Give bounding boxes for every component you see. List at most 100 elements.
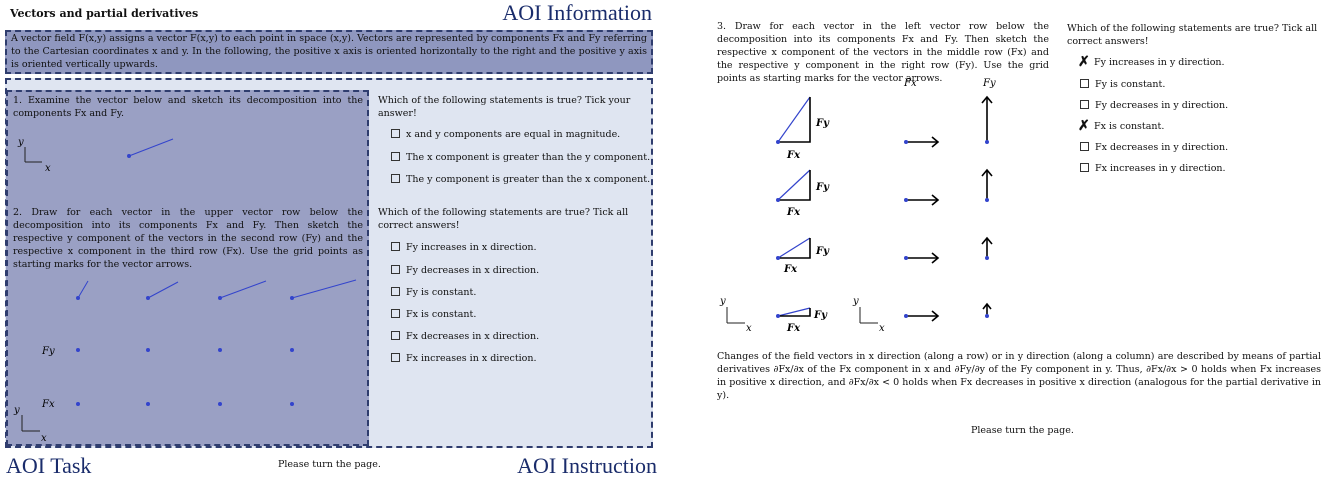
grid-point xyxy=(290,402,294,406)
cross-mark-icon[interactable]: ✗ xyxy=(1078,54,1090,70)
grid-point xyxy=(146,296,150,300)
aoi-task-region xyxy=(6,90,369,446)
task3-row-1: Fx Fy xyxy=(776,96,830,161)
task2-option-3[interactable]: Fy is constant. xyxy=(391,287,476,298)
checkbox[interactable] xyxy=(391,353,400,362)
summary-text: Changes of the field vectors in x direct… xyxy=(717,351,1321,401)
task2-axes xyxy=(21,415,40,432)
column-label-fx: Fx xyxy=(903,78,917,89)
task3-axes-middle xyxy=(859,307,878,324)
task2-vector-4 xyxy=(291,279,357,299)
task3-option-1[interactable]: ✗Fy increases in y direction. xyxy=(1078,54,1225,70)
grid-point xyxy=(127,154,131,158)
task3-fy-column xyxy=(981,95,993,316)
task2-option-4[interactable]: Fx is constant. xyxy=(391,309,476,320)
task2-option-2[interactable]: Fy decreases in x direction. xyxy=(391,265,539,276)
checkbox[interactable] xyxy=(1080,142,1089,151)
grid-point xyxy=(904,140,908,144)
sketch-label-fy: Fy xyxy=(815,246,830,257)
task2-text: 2. Draw for each vector in the upper vec… xyxy=(13,207,363,270)
checkbox[interactable] xyxy=(1080,100,1089,109)
sketch-label-fx: Fx xyxy=(786,207,801,218)
column-label-fy: Fy xyxy=(982,78,996,89)
sketch-label-fx: Fx xyxy=(786,150,801,161)
task3-option-2[interactable]: Fy is constant. xyxy=(1080,79,1165,90)
sketched-components xyxy=(778,308,811,317)
right-vector-figures: Fx Fy Fx Fy Fx Fy Fx Fy xyxy=(719,78,996,334)
row-label-fx: Fx xyxy=(41,399,55,410)
grid-point xyxy=(218,296,222,300)
grid-point xyxy=(776,140,780,144)
axis-label-x: x xyxy=(746,323,752,334)
field-vector xyxy=(777,169,811,201)
task2-option-6[interactable]: Fx increases in x direction. xyxy=(391,353,537,364)
fx-arrow xyxy=(906,194,940,206)
grid-point xyxy=(904,314,908,318)
task3-text: 3. Draw for each vector in the left vect… xyxy=(717,21,1049,84)
task2-grid-points-top xyxy=(76,296,294,300)
grid-point xyxy=(290,296,294,300)
checkbox[interactable] xyxy=(391,309,400,318)
task2-vector-row xyxy=(77,279,357,299)
intro-text: A vector field F(x,y) assigns a vector F… xyxy=(11,33,647,70)
grid-point xyxy=(776,314,780,318)
checkbox[interactable] xyxy=(391,265,400,274)
checkbox[interactable] xyxy=(391,174,400,183)
sketched-components xyxy=(778,97,811,143)
task2-vector-1 xyxy=(77,280,89,299)
task3-option-3[interactable]: Fy decreases in y direction. xyxy=(1080,100,1228,111)
page-footer: Please turn the page. xyxy=(278,459,381,470)
grid-point xyxy=(985,314,989,318)
checkbox[interactable] xyxy=(1080,163,1089,172)
document-title: Vectors and partial derivatives xyxy=(10,7,199,20)
checkbox[interactable] xyxy=(391,129,400,138)
row-label-fy: Fy xyxy=(41,346,55,357)
axis-label-x: x xyxy=(41,433,47,444)
sketch-label-fy: Fy xyxy=(815,182,830,193)
checkbox[interactable] xyxy=(391,152,400,161)
task3-option-5[interactable]: Fx decreases in y direction. xyxy=(1080,142,1228,153)
task1-option-1[interactable]: x and y components are equal in magnitud… xyxy=(391,129,620,140)
cross-mark-icon[interactable]: ✗ xyxy=(1078,118,1090,134)
fy-arrow xyxy=(981,236,993,258)
grid-point xyxy=(290,348,294,352)
task3-row-4: Fx Fy xyxy=(776,307,828,334)
task2-option-5[interactable]: Fx decreases in x direction. xyxy=(391,331,539,342)
checkbox[interactable] xyxy=(391,242,400,251)
aoi-information-label: AOI Information xyxy=(502,0,652,25)
task3-fx-column xyxy=(906,136,940,322)
task1-vector xyxy=(128,138,174,157)
task1-option-2[interactable]: The x component is greater than the y co… xyxy=(391,152,650,163)
sketch-label-fx: Fx xyxy=(783,264,798,275)
sketch-label-fy: Fy xyxy=(813,310,828,321)
checkbox[interactable] xyxy=(391,331,400,340)
axis-label-x: x xyxy=(879,323,885,334)
fy-arrow xyxy=(981,95,993,142)
fx-arrow xyxy=(906,310,940,322)
grid-point xyxy=(904,198,908,202)
right-page: 3. Draw for each vector in the left vect… xyxy=(700,0,1325,478)
grid-point xyxy=(985,256,989,260)
task2-option-1[interactable]: Fy increases in x direction. xyxy=(391,242,537,253)
task2-vector-3 xyxy=(219,280,267,299)
fx-arrow xyxy=(906,252,940,264)
task1-axes xyxy=(24,147,42,163)
grid-point xyxy=(146,402,150,406)
task3-option-6[interactable]: Fx increases in y direction. xyxy=(1080,163,1226,174)
sketched-components xyxy=(778,238,811,259)
grid-point xyxy=(76,402,80,406)
aoi-instruction-label: AOI Instruction xyxy=(517,453,657,478)
field-vector xyxy=(777,307,811,317)
task2-question: Which of the following statements are tr… xyxy=(378,207,629,231)
axis-label-x: x xyxy=(45,163,51,174)
task3-option-4[interactable]: ✗Fx is constant. xyxy=(1078,118,1165,134)
checkbox[interactable] xyxy=(391,287,400,296)
task1-option-3[interactable]: The y component is greater than the x co… xyxy=(391,174,650,185)
grid-point xyxy=(985,140,989,144)
checkbox[interactable] xyxy=(1080,79,1089,88)
task2-vector-2 xyxy=(147,281,179,299)
left-vector-figures: y x Fy Fx xyxy=(13,137,357,444)
sketched-components xyxy=(778,170,811,201)
field-vector xyxy=(777,96,811,143)
page-footer: Please turn the page. xyxy=(971,425,1074,436)
